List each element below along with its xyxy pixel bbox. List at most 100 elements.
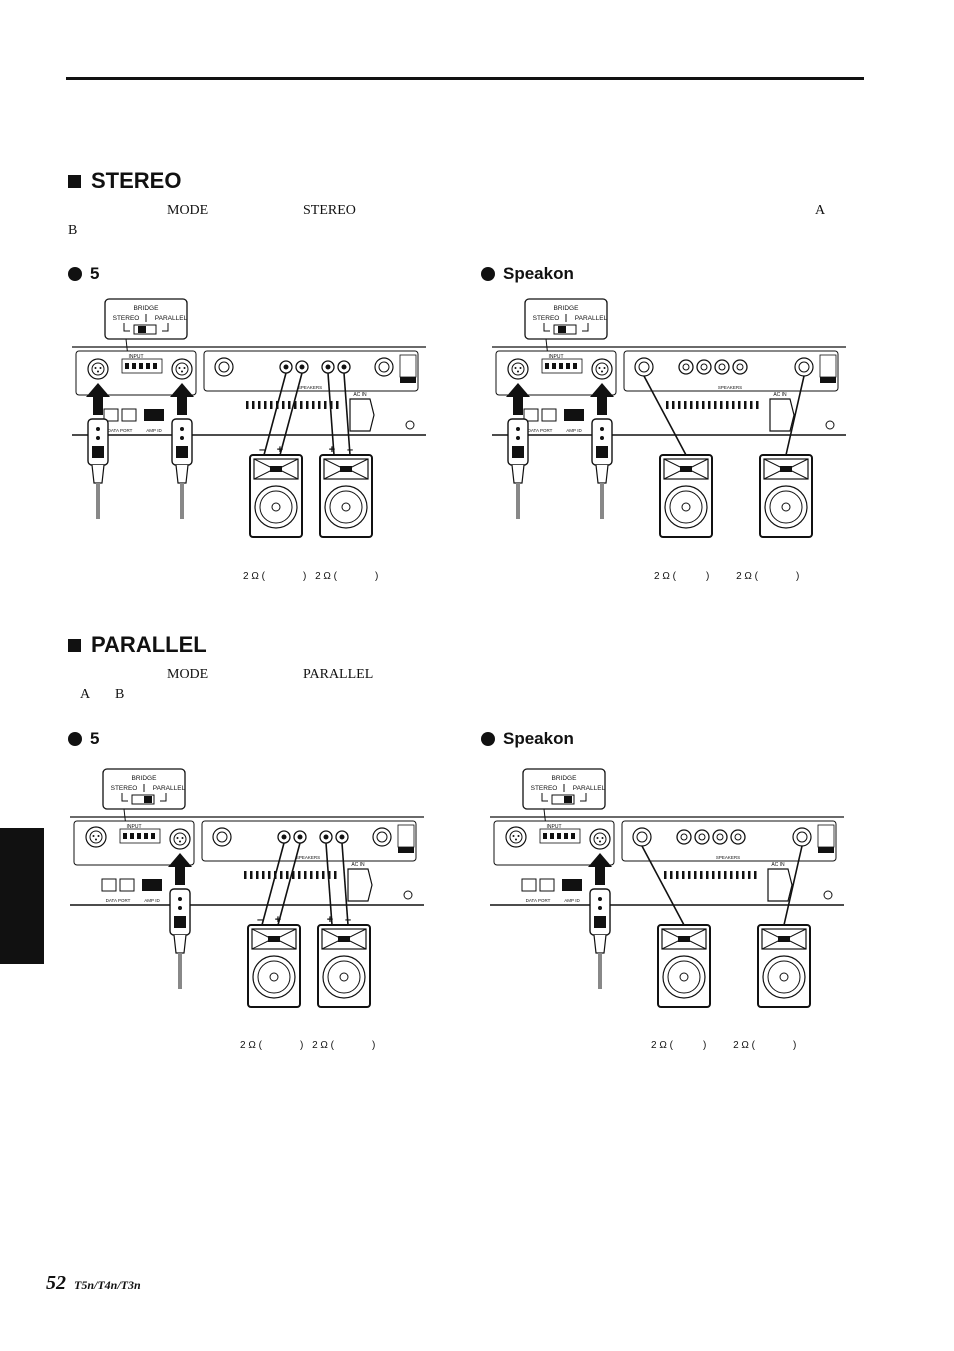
vent-slot [670, 871, 673, 879]
xlr-inner [91, 362, 105, 376]
cable [178, 953, 182, 989]
caption-part: 2 Ω ( [736, 571, 758, 582]
vent-slot [702, 401, 705, 409]
ground-screw [403, 890, 413, 900]
amp-id-label: AMP ID [564, 898, 580, 903]
page-footer: 52 T5n/T4n/T3n [46, 1272, 141, 1295]
plug-boot [595, 464, 609, 484]
data-port-jack [541, 408, 557, 422]
parallel-caption-left: 2 Ω () 2 Ω () [240, 1040, 375, 1051]
vent-slot [684, 401, 687, 409]
vent-slot [304, 871, 307, 879]
data-port-jack [103, 408, 119, 422]
output-label-band [818, 847, 834, 853]
xlr-inner [511, 362, 525, 376]
vent-slot [732, 401, 735, 409]
caption-part: ) [299, 1040, 304, 1051]
speakon-jack-inner [736, 363, 744, 371]
xlr-pin [598, 367, 601, 369]
caption-part: ) [705, 571, 710, 582]
speakon-jack-inner [698, 833, 706, 841]
insert-arrow-icon [168, 853, 192, 885]
vent-slot [750, 401, 753, 409]
horn-driver [778, 936, 790, 942]
xlr-pin [517, 835, 520, 837]
polarity-plus: + [327, 914, 333, 926]
plug-latch [596, 446, 608, 458]
caption-part: 2 Ω ( [654, 571, 676, 582]
binding-post-core [323, 834, 329, 840]
vent-slot [696, 401, 699, 409]
plug-boot [173, 934, 187, 954]
dip [151, 833, 155, 839]
xlr-pin [181, 370, 183, 373]
speakers-label: SPEAKERS [716, 855, 740, 860]
stereo-mode-value: STEREO [303, 203, 356, 218]
vent-slot [336, 401, 339, 409]
polarity-plus: + [277, 444, 283, 456]
data-port-label: DATA PORT [526, 898, 551, 903]
vent-slot [708, 401, 711, 409]
vent-slot [294, 401, 297, 409]
speakers-label: SPEAKERS [718, 385, 742, 390]
cable [598, 953, 602, 989]
plug-boot [91, 464, 105, 484]
dip [564, 833, 568, 839]
bridge-switch [551, 794, 575, 805]
output-label-plate [819, 354, 837, 378]
xlr-inner [89, 830, 103, 844]
xlr-pin [514, 367, 517, 369]
woofer-cap [681, 502, 691, 512]
horn-driver [340, 466, 352, 472]
sub-text: Speakon [503, 264, 574, 283]
plug-boot [593, 934, 607, 954]
vent-slot [706, 871, 709, 879]
dip [125, 363, 129, 369]
woofer-cap [779, 972, 789, 982]
xlr-pin [599, 840, 601, 843]
plug-latch [174, 916, 186, 928]
xlr-inner [593, 832, 607, 846]
binding-post-core [341, 364, 347, 370]
vent-slot [738, 401, 741, 409]
dip [571, 833, 575, 839]
caption-part: ) [796, 571, 800, 582]
plug-latch [594, 916, 606, 928]
vent-slot [244, 871, 247, 879]
vent-slot [334, 871, 337, 879]
insert-arrow-icon [86, 383, 110, 415]
caption-part: 2 Ω ( [243, 571, 265, 582]
switch-knob [138, 326, 146, 333]
switch-knob [558, 326, 566, 333]
speaker-wire [327, 372, 335, 456]
ac-inlet [767, 868, 793, 902]
speakers-label: SPEAKERS [298, 385, 322, 390]
xlr-plug-body [507, 418, 529, 466]
cable [516, 483, 520, 519]
speaker-wire [343, 372, 351, 456]
cable [180, 483, 184, 519]
vent-slot [712, 871, 715, 879]
data-port-jack [521, 878, 537, 892]
vent-slot [252, 401, 255, 409]
vent-slot [328, 871, 331, 879]
plug-dot [598, 906, 602, 910]
parallel-label: PARALLEL [573, 785, 606, 792]
parallel-sub-left: 5 [68, 729, 99, 749]
input-label: INPUT [129, 354, 144, 360]
woofer-cap [341, 502, 351, 512]
vent-slot [300, 401, 303, 409]
vent-slot [258, 401, 261, 409]
xlr-pin [97, 370, 99, 373]
data-port-jack [539, 878, 555, 892]
parallel-label: PARALLEL [155, 315, 188, 322]
speaker-wire [643, 375, 687, 456]
round-bullet-icon [481, 732, 495, 746]
insert-arrow-icon [588, 853, 612, 885]
vent-slot [682, 871, 685, 879]
